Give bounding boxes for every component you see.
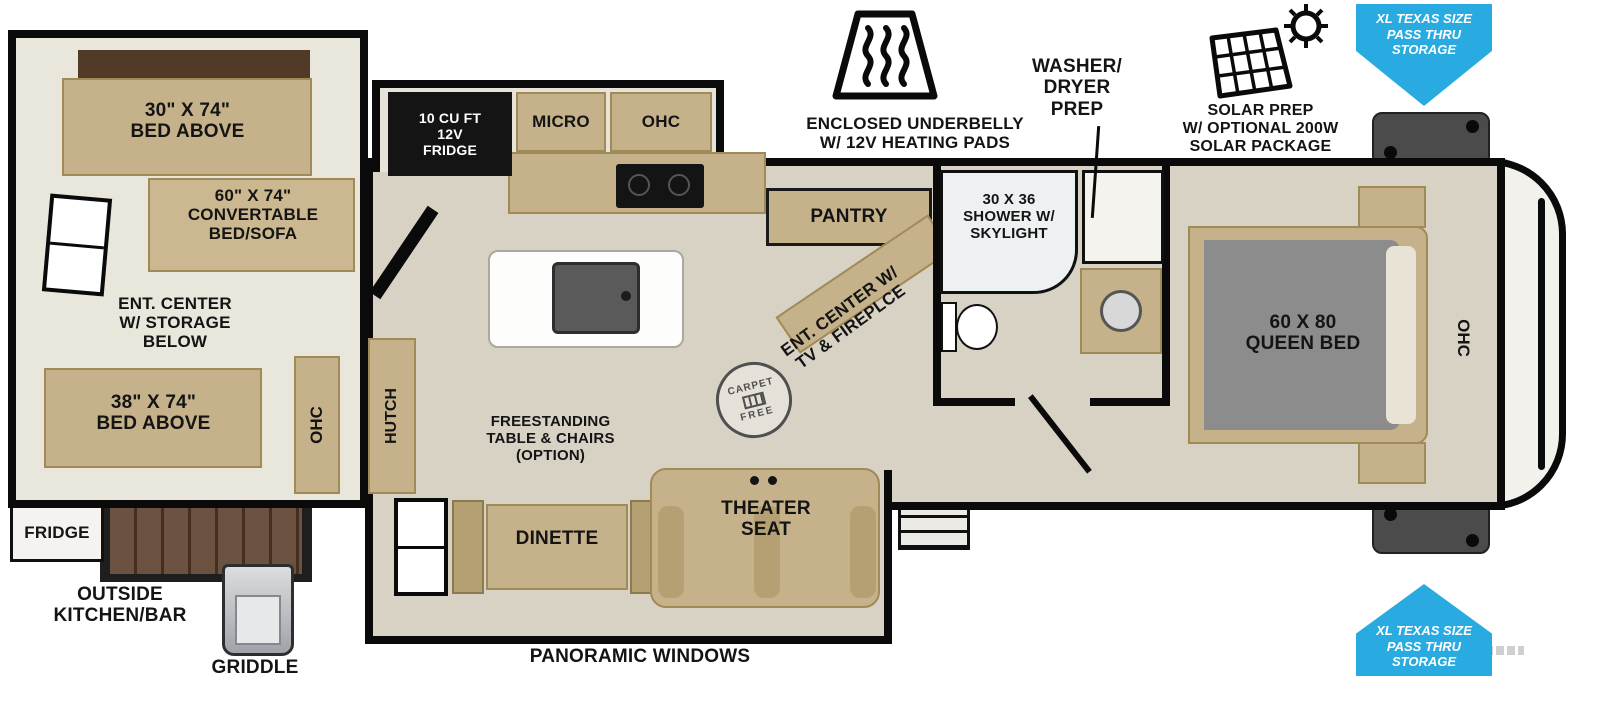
outside-fridge: FRIDGE: [10, 504, 104, 562]
shower: [940, 170, 1078, 294]
washer-dryer-label: WASHER/ DRYER PREP: [1031, 56, 1123, 120]
outside-kitchen-counter: [110, 502, 302, 574]
kitchen-12v-fridge-label: 10 CU FT 12V FRIDGE: [418, 109, 482, 159]
armrest: [850, 506, 876, 598]
washer-dryer-closet: [1082, 170, 1164, 264]
wardrobe-bottom: [1358, 442, 1426, 484]
griddle-icon: [222, 564, 294, 656]
pantry-label: PANTRY: [810, 206, 888, 228]
faucet-icon: [621, 291, 631, 301]
pass-thru-top-label: XL TEXAS SIZE PASS THRU STORAGE: [1376, 11, 1472, 58]
dinette-window: [394, 498, 448, 596]
convertible-bed-label: 60" X 74" CONVERTABLE BED/SOFA: [187, 186, 319, 244]
hutch-cabinet: [368, 338, 416, 494]
outside-kitchen-label: OUTSIDE KITCHEN/BAR: [53, 584, 187, 627]
bunk-headboard: [78, 50, 310, 82]
bed-pillow: [1386, 246, 1416, 424]
bunk-window: [41, 193, 113, 297]
bath-wall-left: [933, 166, 941, 404]
queen-bed-mattress: [1204, 240, 1400, 430]
cooktop: [616, 164, 704, 208]
latch-icon: [1384, 508, 1397, 521]
kitchen-ohc-label: OHC: [641, 112, 681, 132]
panoramic-windows-label: PANORAMIC WINDOWS: [529, 646, 751, 667]
toilet-tank: [941, 302, 957, 352]
pass-thru-bottom-label: XL TEXAS SIZE PASS THRU STORAGE: [1376, 623, 1472, 670]
burner: [628, 174, 650, 196]
pass-thru-door-top: [1372, 112, 1490, 166]
bedroom-ohc-label: OHC: [1454, 319, 1473, 357]
pass-thru-arrow-top: XL TEXAS SIZE PASS THRU STORAGE: [1356, 4, 1492, 106]
solar-panel-icon: [1209, 4, 1328, 99]
cupholder-icon: [768, 476, 777, 485]
armrest: [754, 506, 780, 598]
bath-wall-bottom-right: [1090, 398, 1170, 406]
queen-bed-label: 60 X 80 QUEEN BED: [1245, 312, 1361, 355]
bedroom-wall: [1162, 166, 1170, 406]
bunk-ohc-label: OHC: [307, 406, 326, 444]
latch-icon: [1384, 146, 1397, 159]
pass-thru-arrow-bottom: XL TEXAS SIZE PASS THRU STORAGE: [1356, 584, 1492, 676]
freestanding-table-label: FREESTANDING TABLE & CHAIRS (OPTION): [486, 413, 615, 464]
bunk-bed-bottom-label: 38" X 74" BED ABOVE: [96, 392, 211, 435]
bath-wall-bottom-left: [933, 398, 1015, 406]
microwave-label: MICRO: [532, 112, 590, 132]
bunk-bed-top-label: 30" X 74" BED ABOVE: [130, 100, 245, 143]
toilet: [956, 304, 998, 350]
heating-pad-icon: [832, 10, 938, 100]
burner: [668, 174, 690, 196]
kitchen-ohc: OHC: [610, 92, 712, 152]
dinette-table: [486, 504, 628, 590]
griddle-door: [235, 595, 281, 645]
front-cap-window: [1538, 198, 1545, 470]
latch-icon: [1466, 534, 1479, 547]
griddle-label: GRIDDLE: [211, 657, 299, 678]
latch-icon: [1466, 120, 1479, 133]
bunk-bed-top: [62, 78, 312, 176]
bunk-bed-bottom: [44, 368, 262, 468]
vanity-sink: [1100, 290, 1142, 332]
kitchen-12v-fridge: 10 CU FT 12V FRIDGE: [388, 92, 512, 176]
island-sink: [552, 262, 640, 334]
dinette-bench-left: [452, 500, 484, 594]
bunk-ent-center-label: ENT. CENTER W/ STORAGE BELOW: [118, 294, 232, 352]
microwave: MICRO: [516, 92, 606, 152]
solar-prep-label: SOLAR PREP W/ OPTIONAL 200W SOLAR PACKAG…: [1182, 102, 1339, 155]
hutch-label: HUTCH: [383, 388, 400, 444]
cupholder-icon: [750, 476, 759, 485]
dinette-label: DINETTE: [515, 528, 599, 549]
armrest: [658, 506, 684, 598]
underbelly-label: ENCLOSED UNDERBELLY W/ 12V HEATING PADS: [806, 114, 1024, 153]
theater-seat-label: THEATER SEAT: [721, 498, 811, 541]
wardrobe-top: [1358, 186, 1426, 228]
outside-fridge-label: FRIDGE: [24, 523, 90, 543]
bunk-ohc-cabinet: [294, 356, 340, 494]
shower-label: 30 X 36 SHOWER W/ SKYLIGHT: [963, 191, 1055, 242]
convertible-sofa: [148, 178, 355, 272]
theater-seat: [650, 468, 880, 608]
